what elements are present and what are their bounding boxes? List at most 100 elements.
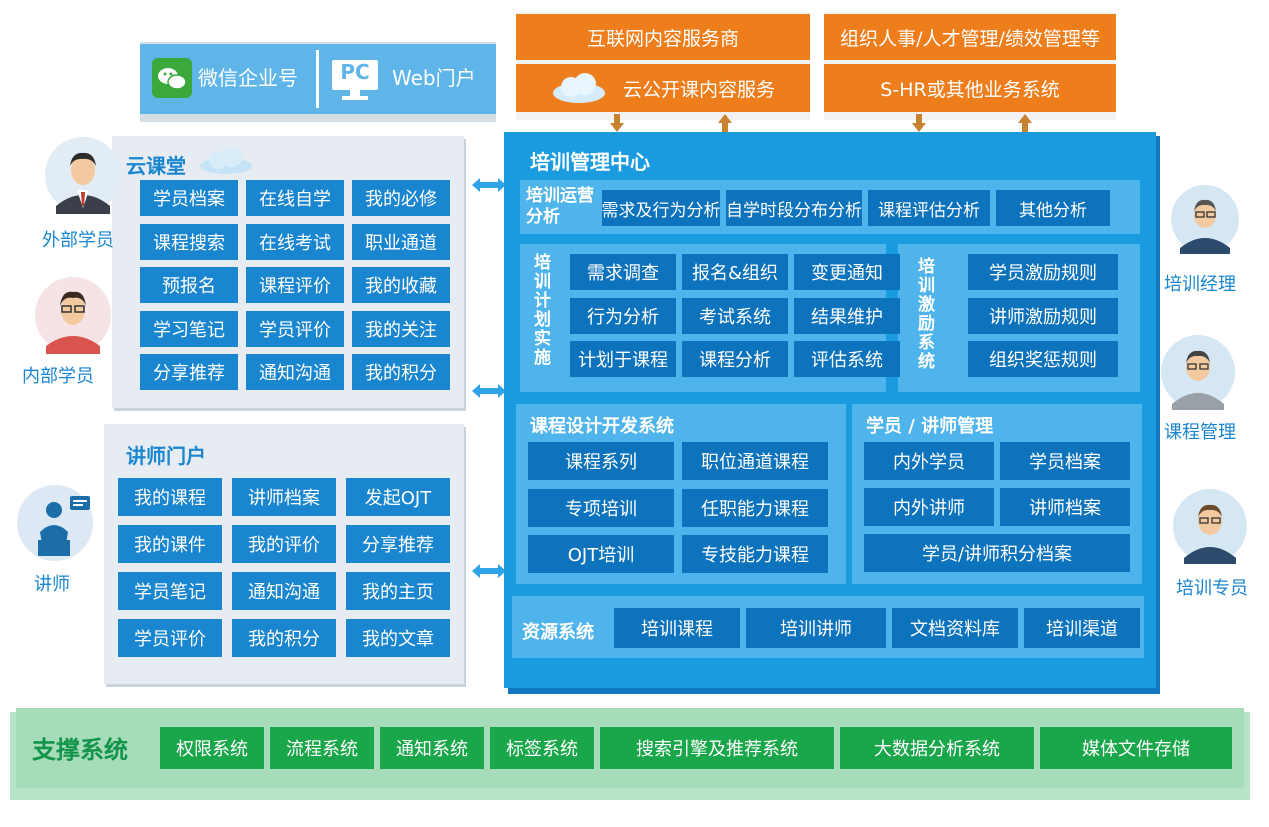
- design-item[interactable]: 任职能力课程: [682, 488, 828, 527]
- lecturer-item[interactable]: 讲师档案: [232, 478, 336, 516]
- design-item[interactable]: 课程系列: [528, 442, 674, 480]
- plan-item[interactable]: 结果维护: [794, 297, 900, 334]
- role-internal-student: 内部学员: [22, 366, 94, 387]
- role-training-specialist: 培训专员: [1176, 578, 1248, 599]
- portal-divider: [316, 50, 319, 108]
- cloud-item[interactable]: 我的收藏: [352, 267, 450, 303]
- lecturer-item[interactable]: 通知沟通: [232, 572, 336, 610]
- support-item[interactable]: 搜索引擎及推荐系统: [600, 727, 834, 769]
- design-item[interactable]: OJT培训: [528, 535, 674, 573]
- avatar-external-student: [44, 136, 122, 214]
- role-external-student: 外部学员: [42, 230, 114, 251]
- avatar-lecturer: [16, 484, 98, 562]
- support-item[interactable]: 流程系统: [270, 727, 374, 769]
- ops-item[interactable]: 自学时段分布分析: [726, 190, 862, 226]
- plan-item[interactable]: 变更通知: [794, 254, 900, 290]
- cloud-course-box[interactable]: 云公开课内容服务: [516, 64, 810, 112]
- plan-item[interactable]: 报名&组织: [682, 254, 788, 290]
- double-arrow-icon: [472, 382, 506, 400]
- cloud-item[interactable]: 在线自学: [246, 180, 344, 216]
- resource-item[interactable]: 文档资料库: [892, 608, 1018, 648]
- wechat-label[interactable]: 微信企业号: [198, 66, 298, 90]
- double-arrow-icon: [472, 562, 506, 580]
- plan-title-char: 培训计划实施: [534, 253, 551, 368]
- support-item[interactable]: 通知系统: [380, 727, 484, 769]
- incentive-item[interactable]: 学员激励规则: [968, 254, 1118, 290]
- mgmt-item[interactable]: 讲师档案: [1000, 488, 1130, 526]
- incentive-title-char: 培训激励系统: [918, 257, 935, 372]
- role-training-manager: 培训经理: [1164, 274, 1236, 295]
- plan-item[interactable]: 评估系统: [794, 341, 900, 377]
- design-title: 课程设计开发系统: [530, 416, 674, 437]
- incentive-item[interactable]: 组织奖惩规则: [968, 341, 1118, 377]
- lecturer-item[interactable]: 我的积分: [232, 619, 336, 657]
- support-item[interactable]: 大数据分析系统: [840, 727, 1034, 769]
- lecturer-item[interactable]: 我的主页: [346, 572, 450, 610]
- plan-title: 培训计划实施: [534, 254, 556, 368]
- support-title: 支撑系统: [32, 736, 128, 764]
- cloud-item[interactable]: 我的积分: [352, 354, 450, 390]
- cloud-item[interactable]: 学员档案: [140, 180, 238, 216]
- cloud-class-title: 云课堂: [126, 154, 186, 178]
- design-item[interactable]: 职位通道课程: [682, 442, 828, 480]
- lecturer-item[interactable]: 发起OJT: [346, 478, 450, 516]
- cloud-course-label: 云公开课内容服务: [622, 78, 775, 101]
- lecturer-item[interactable]: 我的评价: [232, 525, 336, 563]
- cloud-icon: [198, 146, 254, 174]
- avatar-training-specialist: [1172, 488, 1248, 564]
- cloud-item[interactable]: 分享推荐: [140, 354, 238, 390]
- cloud-item[interactable]: 职业通道: [352, 223, 450, 260]
- resource-item[interactable]: 培训渠道: [1024, 608, 1140, 648]
- lecturer-portal-title: 讲师门户: [126, 444, 206, 468]
- ops-title-text: 培训运营分析: [526, 186, 594, 227]
- wechat-icon: [152, 58, 192, 98]
- lecturer-item[interactable]: 学员笔记: [118, 572, 222, 610]
- lecturer-item[interactable]: 我的文章: [346, 619, 450, 657]
- mgmt-item[interactable]: 内外讲师: [864, 488, 994, 526]
- cloud-item[interactable]: 学习笔记: [140, 310, 238, 347]
- plan-item[interactable]: 课程分析: [682, 341, 788, 377]
- incentive-item[interactable]: 讲师激励规则: [968, 297, 1118, 334]
- resource-item[interactable]: 培训课程: [614, 608, 740, 648]
- plan-item[interactable]: 需求调查: [570, 254, 676, 290]
- resource-title: 资源系统: [522, 622, 594, 643]
- ops-item[interactable]: 课程评估分析: [868, 190, 990, 226]
- arrow-down-icon: [610, 114, 624, 132]
- plan-item[interactable]: 计划于课程: [570, 341, 676, 377]
- lecturer-item[interactable]: 学员评价: [118, 619, 222, 657]
- web-portal-label[interactable]: Web门户: [392, 66, 476, 90]
- org-hr-box[interactable]: 组织人事/人才管理/绩效管理等: [824, 14, 1116, 60]
- cloud-item[interactable]: 学员评价: [246, 310, 344, 347]
- design-item[interactable]: 专技能力课程: [682, 535, 828, 573]
- cloud-item[interactable]: 通知沟通: [246, 354, 344, 390]
- support-item[interactable]: 权限系统: [160, 727, 264, 769]
- internet-provider-box[interactable]: 互联网内容服务商: [516, 14, 810, 60]
- cloud-item[interactable]: 我的必修: [352, 180, 450, 216]
- ops-title: 培训运营分析: [526, 186, 598, 228]
- support-item[interactable]: 媒体文件存储: [1040, 727, 1232, 769]
- lecturer-item[interactable]: 分享推荐: [346, 525, 450, 563]
- plan-item[interactable]: 行为分析: [570, 297, 676, 334]
- lecturer-item[interactable]: 我的课程: [118, 478, 222, 516]
- design-item[interactable]: 专项培训: [528, 488, 674, 527]
- cloud-item[interactable]: 预报名: [140, 267, 238, 303]
- mgmt-item[interactable]: 内外学员: [864, 442, 994, 480]
- cloud-item[interactable]: 我的关注: [352, 310, 450, 347]
- cloud-item[interactable]: 课程评价: [246, 267, 344, 303]
- plan-item[interactable]: 考试系统: [682, 297, 788, 334]
- cloud-item[interactable]: 在线考试: [246, 223, 344, 260]
- avatar-internal-student: [34, 276, 112, 354]
- mgmt-title: 学员 / 讲师管理: [866, 416, 994, 437]
- mgmt-item[interactable]: 学员档案: [1000, 442, 1130, 480]
- double-arrow-icon: [472, 176, 506, 194]
- shr-box[interactable]: S-HR或其他业务系统: [824, 64, 1116, 112]
- cloud-item[interactable]: 课程搜索: [140, 223, 238, 260]
- ops-item[interactable]: 其他分析: [996, 190, 1110, 226]
- ops-item[interactable]: 需求及行为分析: [602, 190, 721, 226]
- cloud-icon: [551, 73, 607, 103]
- resource-item[interactable]: 培训讲师: [746, 608, 886, 648]
- support-item[interactable]: 标签系统: [490, 727, 594, 769]
- avatar-course-manager: [1160, 334, 1236, 410]
- lecturer-item[interactable]: 我的课件: [118, 525, 222, 563]
- mgmt-item[interactable]: 学员/讲师积分档案: [864, 534, 1130, 572]
